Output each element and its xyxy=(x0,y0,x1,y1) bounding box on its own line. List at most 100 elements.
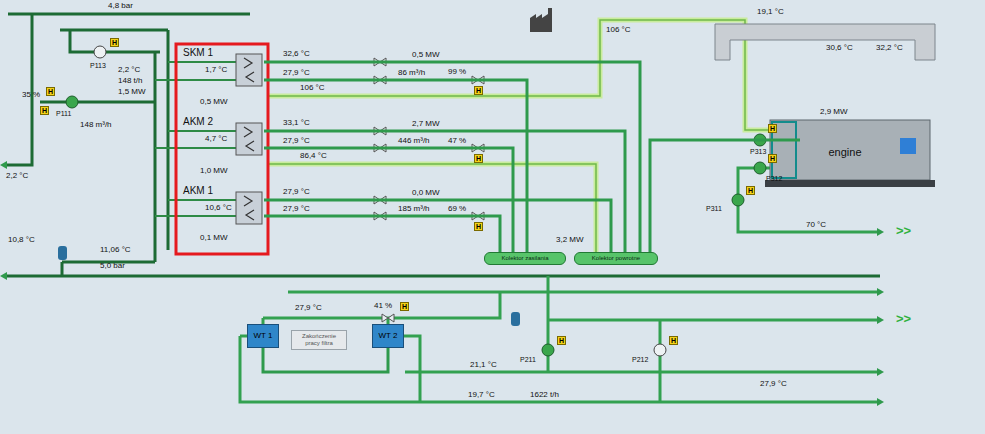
status-box: Zakończenie pracy filtra xyxy=(291,330,347,350)
exhaust-duct xyxy=(715,24,935,60)
status-badge: H xyxy=(110,38,119,47)
status-badge: H xyxy=(669,336,678,345)
expansion-tank xyxy=(511,312,520,326)
value-label: 148 t/h xyxy=(118,77,142,86)
value-label: 0,5 MW xyxy=(200,98,228,107)
status-badge: H xyxy=(46,87,55,96)
return-pipes xyxy=(240,168,880,402)
flow-marker: >> xyxy=(896,312,911,326)
value-label: 2,2 °C xyxy=(118,66,140,75)
node-text: AKM 2 xyxy=(183,116,213,128)
value-label: 0,5 MW xyxy=(412,51,440,60)
pump-name: P113 xyxy=(90,62,106,70)
value-label: 35 % xyxy=(22,91,40,100)
valve-symbols xyxy=(374,58,484,322)
pipe-connector xyxy=(264,216,500,252)
pipe-connector xyxy=(264,131,625,252)
flow-arrows xyxy=(0,161,884,406)
value-label: 3,2 MW xyxy=(556,236,584,245)
value-label: 21,1 °C xyxy=(470,361,497,370)
value-label: 185 m³/h xyxy=(398,205,430,214)
collector-bar: Kolektor powrotne xyxy=(574,252,658,265)
pump-name: P313 xyxy=(750,148,766,156)
pipe-connector xyxy=(264,80,527,252)
heat-exchanger-icon xyxy=(236,54,262,86)
status-badge: H xyxy=(474,222,483,231)
value-label: 86,4 °C xyxy=(300,152,327,161)
value-label: 19,7 °C xyxy=(468,391,495,400)
pipe-connector xyxy=(264,148,513,252)
value-label: 5,0 bar xyxy=(100,262,125,271)
exchanger-frame xyxy=(176,44,268,254)
value-label: 0,1 MW xyxy=(200,234,228,243)
value-label: 86 m³/h xyxy=(398,69,425,78)
engine-base xyxy=(765,180,935,187)
pump-symbol xyxy=(654,344,666,356)
pipe-connector xyxy=(264,62,640,252)
pump-name: P212 xyxy=(632,356,648,364)
value-label: 4,8 bar xyxy=(108,2,133,11)
status-badge: H xyxy=(400,302,409,311)
value-label: 11,06 °C xyxy=(100,246,131,255)
node-text: SKM 1 xyxy=(183,47,213,59)
value-label: 69 % xyxy=(448,205,466,214)
value-label: 27,9 °C xyxy=(295,304,322,313)
pump-name: P312 xyxy=(766,175,782,183)
exchanger-branches xyxy=(155,62,236,216)
filter-tank-box: WT 2 xyxy=(372,324,404,348)
value-label: 19,1 °C xyxy=(757,8,784,17)
value-label: 33,1 °C xyxy=(283,119,310,128)
value-label: 2,7 MW xyxy=(412,120,440,129)
value-label: 32,6 °C xyxy=(283,50,310,59)
node-text: Zakończenie pracy filtra xyxy=(295,333,343,347)
exchanger-chevrons xyxy=(244,58,254,220)
pump-symbol xyxy=(66,96,78,108)
engine-block xyxy=(770,120,930,180)
value-label: 27,9 °C xyxy=(283,69,310,78)
generator-part xyxy=(900,138,916,154)
value-label: 30,6 °C xyxy=(826,44,853,53)
node-text: WT 2 xyxy=(379,331,398,340)
status-badge: H xyxy=(557,336,566,345)
value-label: 47 % xyxy=(448,137,466,146)
value-label: 27,9 °C xyxy=(283,137,310,146)
value-label: 2,9 MW xyxy=(820,108,848,117)
node-text: WT 1 xyxy=(254,331,273,340)
collector-bar: Kolektor zasilania xyxy=(484,252,566,265)
expansion-tank xyxy=(58,246,67,260)
value-label: 27,9 °C xyxy=(283,205,310,214)
value-label: 4,7 °C xyxy=(205,135,227,144)
heat-exchanger-icon xyxy=(236,123,262,155)
value-label: 106 °C xyxy=(606,26,631,35)
value-label: 446 m³/h xyxy=(398,137,430,146)
node-text: Kolektor powrotne xyxy=(592,255,640,262)
pipe-connector xyxy=(264,200,611,252)
engine-box: engine xyxy=(800,134,890,170)
node-text: AKM 1 xyxy=(183,185,213,197)
pump-symbol xyxy=(542,344,554,356)
value-label: 99 % xyxy=(448,68,466,77)
value-label: 10,8 °C xyxy=(8,236,35,245)
value-label: 1622 t/h xyxy=(530,391,559,400)
pump-symbol xyxy=(754,162,766,174)
status-badge: H xyxy=(474,154,483,163)
value-label: 41 % xyxy=(374,302,392,311)
pump-name: P211 xyxy=(520,356,536,364)
value-label: 32,2 °C xyxy=(876,44,903,53)
filter-tank-box: WT 1 xyxy=(247,324,279,348)
value-label: 0,0 MW xyxy=(412,189,440,198)
value-label: 2,2 °C xyxy=(6,172,28,181)
pipe-connector xyxy=(263,348,388,372)
status-badge: H xyxy=(768,154,777,163)
status-badge: H xyxy=(768,124,777,133)
value-label: 106 °C xyxy=(300,84,325,93)
value-label: 10,6 °C xyxy=(205,204,232,213)
pump-symbol xyxy=(94,46,106,58)
value-label: 27,9 °C xyxy=(760,380,787,389)
status-badge: H xyxy=(474,86,483,95)
status-badge: H xyxy=(746,186,755,195)
pump-name: P311 xyxy=(706,205,722,213)
cold-pipes xyxy=(6,14,880,276)
value-label: 27,9 °C xyxy=(283,188,310,197)
node-text: engine xyxy=(828,146,861,159)
